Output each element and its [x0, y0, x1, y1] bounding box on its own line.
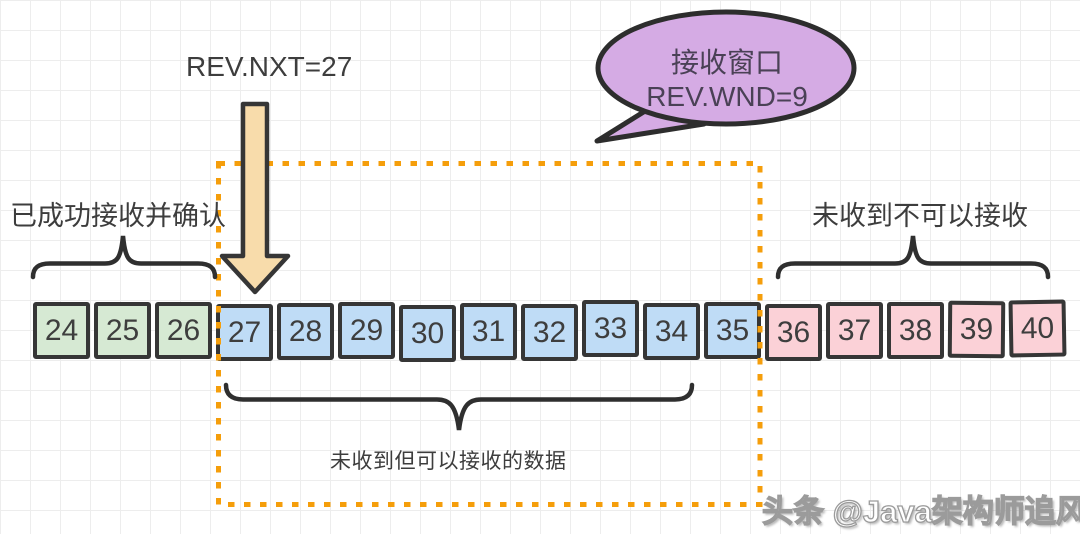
sequence-cell-24: 24 [33, 302, 90, 359]
down-arrow-icon [219, 101, 291, 295]
rev-nxt-label: REV.NXT=27 [186, 51, 353, 82]
receive-window-data-label: 未收到但可以接收的数据 [330, 450, 567, 473]
sequence-cell-40: 40 [1008, 299, 1067, 358]
sequence-cell-35: 35 [704, 302, 761, 359]
sequence-cell-34: 34 [643, 303, 700, 360]
sequence-cell-26: 26 [155, 302, 212, 359]
sequence-cell-28: 28 [277, 303, 334, 360]
sequence-cell-39: 39 [947, 300, 1006, 359]
brace-receive-window [223, 382, 695, 431]
sequence-cell-36: 36 [765, 304, 822, 361]
sequence-cell-30: 30 [399, 305, 456, 362]
bubble-title: 接收窗口 [670, 47, 783, 78]
sequence-cell-31: 31 [460, 303, 517, 360]
sequence-cell-33: 33 [582, 300, 639, 357]
bubble-value: REV.WND=9 [646, 81, 808, 112]
sequence-cell-38: 38 [887, 302, 944, 359]
brace-received [30, 235, 218, 280]
sequence-cell-27: 27 [216, 304, 273, 361]
received-acked-label: 已成功接收并确认 [10, 201, 226, 231]
sequence-cell-25: 25 [94, 302, 151, 359]
brace-not-receivable [775, 235, 1051, 280]
sequence-cell-32: 32 [521, 304, 578, 361]
sequence-cell-37: 37 [826, 302, 883, 359]
watermark: 头条 @Java架构师追风 [761, 493, 1080, 529]
receive-window-bubble-text: 接收窗口 REV.WND=9 [616, 46, 838, 114]
sequence-cell-29: 29 [338, 302, 395, 359]
not-receivable-label: 未收到不可以接收 [812, 201, 1028, 231]
